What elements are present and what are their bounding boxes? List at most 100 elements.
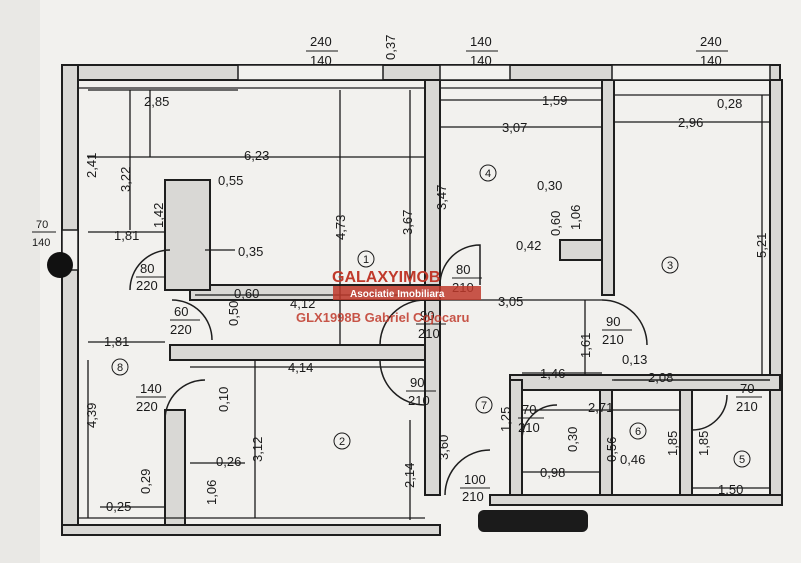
room-8-marker — [111, 358, 129, 376]
dim-098: 0,98 — [540, 465, 565, 480]
dim-271: 2,71 — [588, 400, 613, 415]
top-label-mid: 0,37 — [383, 35, 398, 60]
side-window-h: 140 — [32, 237, 50, 249]
room-6-marker — [629, 422, 647, 440]
dim-439: 4,39 — [84, 403, 99, 428]
dim-623: 6,23 — [244, 148, 269, 163]
dim-029: 0,29 — [138, 469, 153, 494]
dim-106b: 1,06 — [204, 480, 219, 505]
watermark-subtitle: Asociatie Imobiliara — [350, 289, 445, 300]
room-5-marker — [733, 450, 751, 468]
room-5: 5 — [739, 454, 745, 466]
dim-296: 2,96 — [678, 115, 703, 130]
door-b-h: 220 — [170, 322, 192, 337]
dim-521: 5,21 — [754, 233, 769, 258]
dim-142: 1,42 — [151, 203, 166, 228]
room-6: 6 — [635, 426, 641, 438]
dim-208: 2,08 — [648, 370, 673, 385]
dim-181b: 1,81 — [104, 334, 129, 349]
door-i-w: 100 — [464, 472, 486, 487]
dim-360: 3,60 — [436, 435, 451, 460]
dim-030a: 0,30 — [537, 178, 562, 193]
room-2: 2 — [339, 436, 345, 448]
door-g-h: 210 — [518, 420, 540, 435]
room-7-marker — [475, 396, 493, 414]
dim-060b: 0,60 — [548, 211, 563, 236]
inner-lines — [78, 87, 770, 519]
dim-305: 3,05 — [498, 294, 523, 309]
dim-347: 3,47 — [434, 185, 449, 210]
door-swings — [129, 244, 728, 496]
dim-322: 3,22 — [118, 167, 133, 192]
door-c-h: 220 — [136, 399, 158, 414]
door-c-w: 140 — [140, 381, 162, 396]
door-f2-w: 90 — [606, 314, 620, 329]
side-window-w: 70 — [36, 219, 48, 231]
dim-412: 4,12 — [290, 296, 315, 311]
room-4: 4 — [485, 168, 491, 180]
dim-030b: 0,30 — [565, 427, 580, 452]
door-f-w: 90 — [410, 375, 424, 390]
dim-214: 2,14 — [402, 463, 417, 488]
dim-026: 0,26 — [216, 454, 241, 469]
door-a-h: 220 — [136, 278, 158, 293]
dimension-labels: 2,85 2,41 3,22 6,23 0,55 1,42 1,81 0,35 … — [84, 93, 769, 514]
top-label-right-h: 140 — [700, 53, 722, 68]
dim-146: 1,46 — [540, 366, 565, 381]
dim-185a: 1,85 — [665, 431, 680, 456]
top-label-left-w: 240 — [310, 34, 332, 49]
dim-025: 0,25 — [106, 499, 131, 514]
marker-dot — [47, 252, 73, 278]
door-e-h: 210 — [418, 326, 440, 341]
dim-060a: 0,60 — [234, 286, 259, 301]
top-labels: 240 140 0,37 140 140 240 140 70 140 — [32, 34, 728, 249]
room-7: 7 — [481, 400, 487, 412]
dim-161: 1,61 — [578, 333, 593, 358]
room-2-marker — [333, 432, 351, 450]
dimension-lines — [87, 89, 770, 520]
top-label-center-h: 140 — [470, 53, 492, 68]
dim-055: 0,55 — [218, 173, 243, 188]
room-number-labels: 1 2 3 4 5 6 7 8 — [117, 168, 745, 466]
top-label-right-w: 240 — [700, 34, 722, 49]
door-h-h: 210 — [736, 399, 758, 414]
dim-046: 0,46 — [620, 452, 645, 467]
door-a-w: 80 — [140, 261, 154, 276]
dim-414: 4,14 — [288, 360, 313, 375]
dim-010: 0,10 — [216, 387, 231, 412]
watermark: GALAXYIMOB Asociatie Imobiliara GLX1998B… — [296, 269, 481, 325]
dim-028: 0,28 — [717, 96, 742, 111]
watermark-logo: GALAXYIMOB — [332, 269, 440, 286]
dim-181a: 1,81 — [114, 228, 139, 243]
dim-042: 0,42 — [516, 238, 541, 253]
dim-312: 3,12 — [250, 437, 265, 462]
dim-367: 3,67 — [400, 210, 415, 235]
dim-056: 0,56 — [604, 437, 619, 462]
top-label-center-w: 140 — [470, 34, 492, 49]
room-8: 8 — [117, 362, 123, 374]
dim-150: 1,50 — [718, 482, 743, 497]
dim-285: 2,85 — [144, 94, 169, 109]
dim-013: 0,13 — [622, 352, 647, 367]
top-label-left-h: 140 — [310, 53, 332, 68]
room-4-marker — [479, 164, 497, 182]
door-f-h: 210 — [408, 393, 430, 408]
dim-185b: 1,85 — [696, 431, 711, 456]
redaction-mark — [478, 510, 588, 532]
door-b-w: 60 — [174, 304, 188, 319]
door-h-w: 70 — [740, 381, 754, 396]
room-numbers — [111, 164, 751, 468]
dim-473: 4,73 — [333, 215, 348, 240]
door-d-w: 80 — [456, 262, 470, 277]
dim-125: 1,25 — [498, 407, 513, 432]
dim-159: 1,59 — [542, 93, 567, 108]
door-i-h: 210 — [462, 489, 484, 504]
door-f2-h: 210 — [602, 332, 624, 347]
dim-035: 0,35 — [238, 244, 263, 259]
room-1: 1 — [363, 254, 369, 266]
dim-106a: 1,06 — [568, 205, 583, 230]
dim-050: 0,50 — [226, 301, 241, 326]
room-3: 3 — [667, 260, 673, 272]
